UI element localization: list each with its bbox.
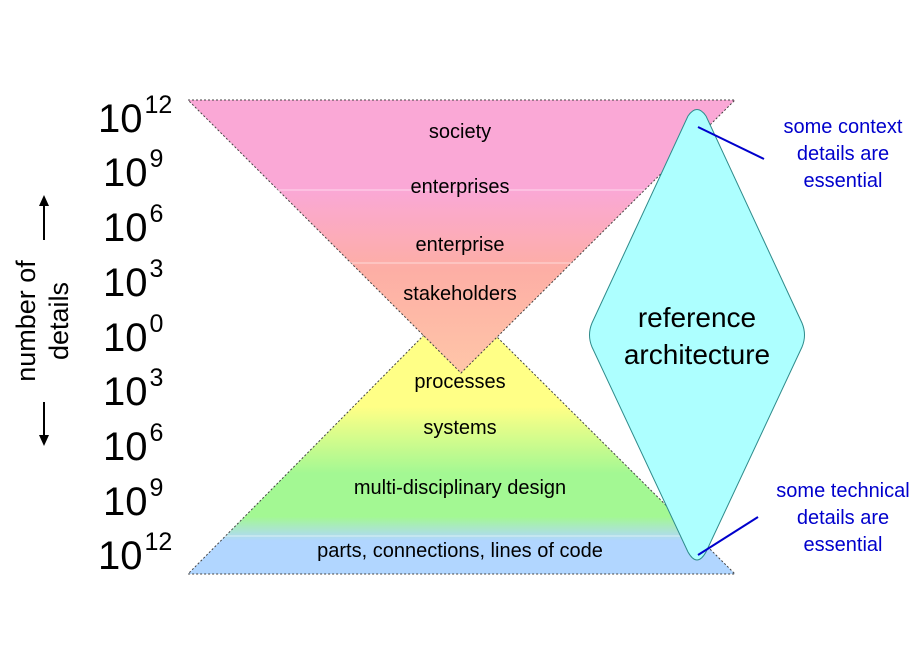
tick-label: 100 — [103, 310, 163, 360]
tick-label: 1012 — [98, 91, 172, 141]
level-systems: systems — [423, 417, 496, 439]
y-axis-ticks: 1012 109 106 103 100 103 106 109 1012 — [98, 91, 172, 578]
tick-label: 103 — [103, 364, 163, 414]
level-society: society — [429, 121, 491, 143]
tick-label: 1012 — [98, 528, 172, 578]
tick-label: 109 — [103, 474, 163, 524]
tick-label: 106 — [103, 419, 163, 469]
y-axis-title-line2: details — [44, 282, 74, 360]
tick-label: 109 — [103, 145, 163, 195]
reference-architecture-label-line1: reference — [638, 302, 756, 333]
upper-triangle — [186, 99, 737, 374]
up-arrow-icon — [39, 195, 49, 240]
technical-note-line2: details are — [797, 507, 889, 529]
level-enterprise: enterprise — [416, 234, 505, 256]
level-enterprises: enterprises — [411, 176, 510, 198]
technical-note-line3: essential — [804, 534, 883, 556]
level-processes: processes — [414, 371, 505, 393]
level-multi-disciplinary-design: multi-disciplinary design — [354, 477, 566, 499]
context-note-line2: details are — [797, 143, 889, 165]
context-note-line3: essential — [804, 170, 883, 192]
context-callout-line — [697, 126, 765, 160]
technical-callout-line — [697, 516, 759, 556]
level-stakeholders: stakeholders — [403, 283, 516, 305]
reference-architecture-label-line2: architecture — [624, 339, 770, 370]
reference-architecture-diamond — [589, 109, 805, 561]
y-axis-title-line1: number of — [11, 260, 41, 382]
tick-label: 103 — [103, 255, 163, 305]
level-parts: parts, connections, lines of code — [317, 540, 603, 562]
band-separators — [225, 189, 698, 537]
down-arrow-icon — [39, 402, 49, 446]
tick-label: 106 — [103, 200, 163, 250]
technical-note-line1: some technical — [776, 480, 909, 502]
context-note-line1: some context — [784, 116, 903, 138]
